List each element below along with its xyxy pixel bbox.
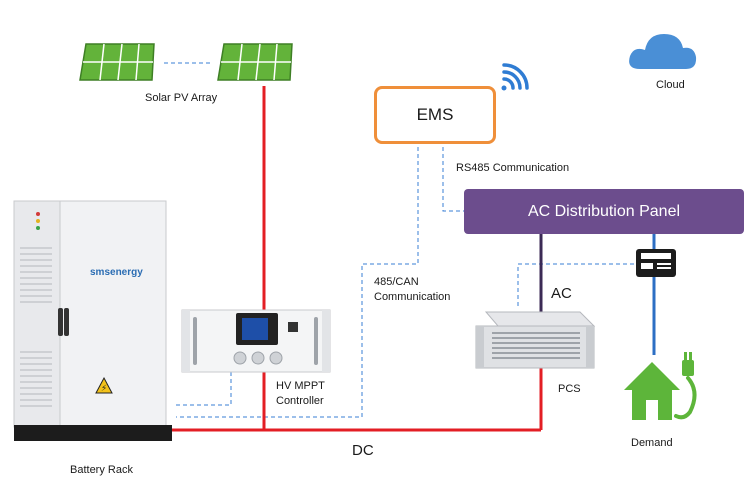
ac-label: AC <box>551 285 572 302</box>
can-485-label-line2: Communication <box>374 291 451 303</box>
demand-house-icon <box>624 352 697 420</box>
meter-icon <box>636 249 676 277</box>
dc-label: DC <box>352 442 374 459</box>
solar-panel-icon <box>79 43 155 81</box>
can-485-label-line1: 485/CAN <box>374 276 419 288</box>
cloud-label: Cloud <box>656 79 685 91</box>
ems-box: EMS <box>374 86 496 144</box>
svg-text:⚡: ⚡ <box>101 383 107 393</box>
solar-pv-array-label: Solar PV Array <box>145 92 218 104</box>
hv-mppt-controller-image <box>181 309 331 373</box>
hv-mppt-label-line1: HV MPPT <box>276 380 325 392</box>
communication-lines <box>176 140 640 418</box>
hv-mppt-label-line2: Controller <box>276 395 324 407</box>
rs485-communication-label: RS485 Communication <box>456 162 570 174</box>
ac-distribution-panel-label: AC Distribution Panel <box>527 202 681 220</box>
pcs-label: PCS <box>558 383 581 395</box>
ems-label: EMS <box>416 105 454 124</box>
battery-rack-label: Battery Rack <box>70 464 133 476</box>
dc-lines <box>172 86 543 432</box>
ac-distribution-panel: AC Distribution Panel <box>464 189 744 234</box>
battery-rack-image: ⚡ <box>13 200 172 441</box>
wifi-icon <box>501 63 529 91</box>
cloud-icon <box>629 34 697 69</box>
brand-logo-text: smsenergy <box>90 267 143 278</box>
demand-label: Demand <box>631 437 673 449</box>
solar-panel-icon <box>217 43 293 81</box>
pcs-image <box>475 311 596 369</box>
